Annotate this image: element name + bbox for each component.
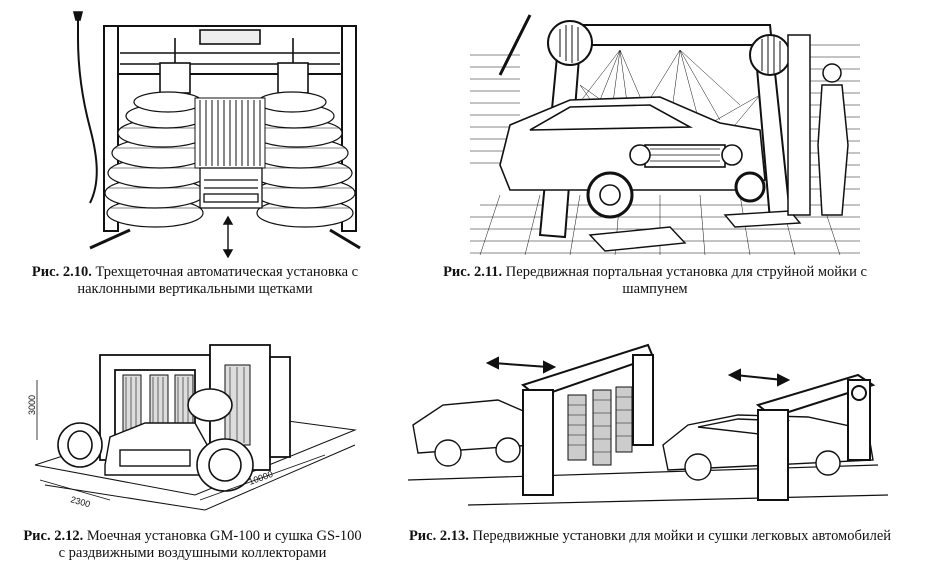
figure-2-11-illustration xyxy=(470,5,865,255)
figure-2-11-number: Рис. 2.11. xyxy=(443,264,503,280)
portal-jet-wash-drawing xyxy=(470,14,860,255)
three-brush-wash-drawing xyxy=(72,11,361,258)
figure-2-12-number: Рис. 2.12. xyxy=(23,528,84,544)
figure-2-13-caption: Рис. 2.13. Передвижные установки для мой… xyxy=(400,528,900,545)
figure-2-10-caption-text: Трехщеточная автоматическая установка с … xyxy=(77,264,359,297)
figure-2-11-caption: Рис. 2.11. Передвижная портальная устано… xyxy=(420,264,890,298)
figure-2-13-number: Рис. 2.13. xyxy=(408,528,469,544)
gm100-gs100-drawing: 2300 10000 3000 xyxy=(27,344,357,511)
figure-2-12-caption: Рис. 2.12. Моечная установка GM-100 и су… xyxy=(20,528,365,562)
mobile-wash-dry-drawing xyxy=(408,343,889,506)
figure-2-12-illustration: 2300 10000 3000 xyxy=(25,335,370,515)
figure-2-10-caption: Рис. 2.10. Трехщеточная автоматическая у… xyxy=(25,264,365,298)
figure-2-10-number: Рис. 2.10. xyxy=(31,264,92,280)
figure-2-11-caption-text: Передвижная портальная установка для стр… xyxy=(505,264,867,297)
dimension-3000: 3000 xyxy=(27,395,37,415)
figure-2-10-illustration xyxy=(60,8,390,258)
dimension-2300: 2300 xyxy=(69,494,91,509)
figure-2-13-illustration xyxy=(408,335,898,515)
figure-2-12-caption-text: Моечная установка GM-100 и сушка GS-100 … xyxy=(58,528,362,561)
figure-2-13-caption-text: Передвижные установки для мойки и сушки … xyxy=(472,528,892,544)
